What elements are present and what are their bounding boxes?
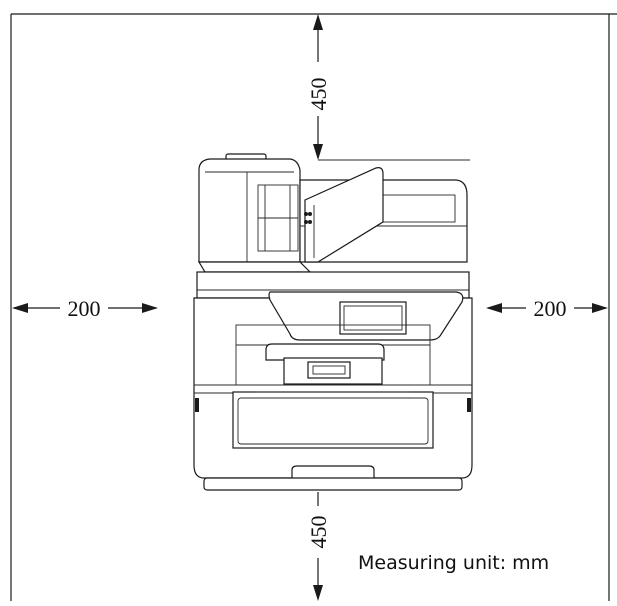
- printer-drawing: [193, 153, 473, 491]
- right-clearance: 200: [486, 296, 608, 321]
- bottom-clearance: 450: [306, 492, 331, 601]
- wall-boundary: [10, 13, 617, 601]
- top-dimension-value: 450: [306, 78, 331, 111]
- measuring-unit-note: Measuring unit: mm: [358, 552, 550, 574]
- bottom-dimension-value: 450: [306, 516, 331, 549]
- right-dimension-value: 200: [534, 296, 567, 321]
- left-clearance: 200: [12, 296, 158, 321]
- top-clearance: 450: [306, 14, 470, 161]
- left-dimension-value: 200: [68, 296, 101, 321]
